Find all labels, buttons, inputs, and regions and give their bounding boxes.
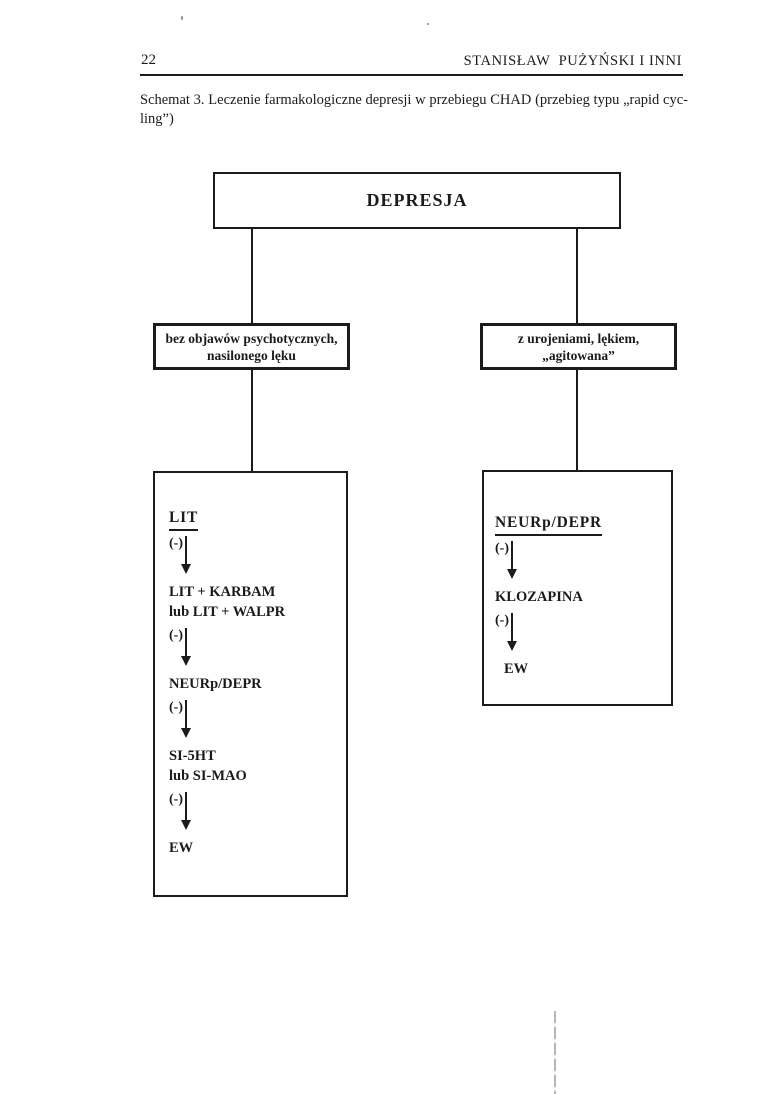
connector-left-branch-to-path [251, 370, 253, 471]
down-arrow-icon [181, 792, 191, 830]
no-response-step: (-) [169, 698, 338, 738]
header-rule [140, 74, 683, 76]
page-number: 22 [141, 52, 156, 68]
scan-speck [427, 23, 429, 25]
treatment-step-label: SI-5HT lub SI-MAO [169, 748, 247, 784]
branch-node-psychotic-label: z urojeniami, lękiem, „agitowana” [517, 330, 640, 363]
no-response-label: (-) [495, 541, 509, 556]
treatment-path-left-title: LIT [169, 509, 199, 531]
down-arrow-icon [507, 613, 517, 651]
no-response-step: (-) [495, 611, 663, 651]
treatment-path-right-title-row: NEURp/DEPR [495, 514, 663, 536]
no-response-label: (-) [169, 792, 183, 807]
connector-root-to-right-branch [576, 229, 578, 323]
connector-right-branch-to-path [576, 370, 578, 470]
no-response-label: (-) [169, 700, 183, 715]
down-arrow-icon [181, 536, 191, 574]
no-response-label: (-) [495, 613, 509, 628]
scan-artifact-line [554, 1011, 556, 1094]
down-arrow-icon [181, 700, 191, 738]
no-response-step: (-) [169, 534, 338, 574]
treatment-step-label: EW [169, 840, 194, 856]
treatment-path-right-title: NEURp/DEPR [495, 514, 603, 536]
root-node-depresja: DEPRESJA [213, 172, 621, 229]
treatment-path-right-box: NEURp/DEPR (-) KLOZAPINA (-) EW [482, 470, 673, 706]
no-response-step: (-) [169, 790, 338, 830]
down-arrow-icon [181, 628, 191, 666]
schema-caption: Schemat 3. Leczenie farmakologiczne depr… [140, 91, 688, 129]
scan-speck [181, 16, 183, 20]
root-node-label: DEPRESJA [366, 190, 468, 210]
treatment-path-left-title-row: LIT [169, 509, 338, 531]
treatment-step-label: EW [504, 661, 529, 677]
caption-line-2: ling”) [140, 111, 174, 127]
treatment-step-label: LIT + KARBAM lub LIT + WALPR [169, 584, 286, 620]
treatment-step-label: NEURp/DEPR [169, 676, 262, 692]
down-arrow-icon [507, 541, 517, 579]
branch-node-psychotic: z urojeniami, lękiem, „agitowana” [480, 323, 677, 370]
caption-line-1: Schemat 3. Leczenie farmakologiczne depr… [140, 92, 688, 108]
running-head: STANISŁAW PUŻYŃSKI I INNI [463, 53, 682, 69]
branch-node-no-psychotic: bez objawów psychotycznych, nasilonego l… [153, 323, 350, 370]
treatment-step-label: KLOZAPINA [495, 589, 583, 605]
treatment-path-left-box: LIT (-) LIT + KARBAM lub LIT + WALPR (-)… [153, 471, 348, 897]
no-response-step: (-) [169, 626, 338, 666]
no-response-label: (-) [169, 536, 183, 551]
branch-node-no-psychotic-label: bez objawów psychotycznych, nasilonego l… [165, 330, 338, 363]
no-response-label: (-) [169, 628, 183, 643]
no-response-step: (-) [495, 539, 663, 579]
connector-root-to-left-branch [251, 229, 253, 323]
